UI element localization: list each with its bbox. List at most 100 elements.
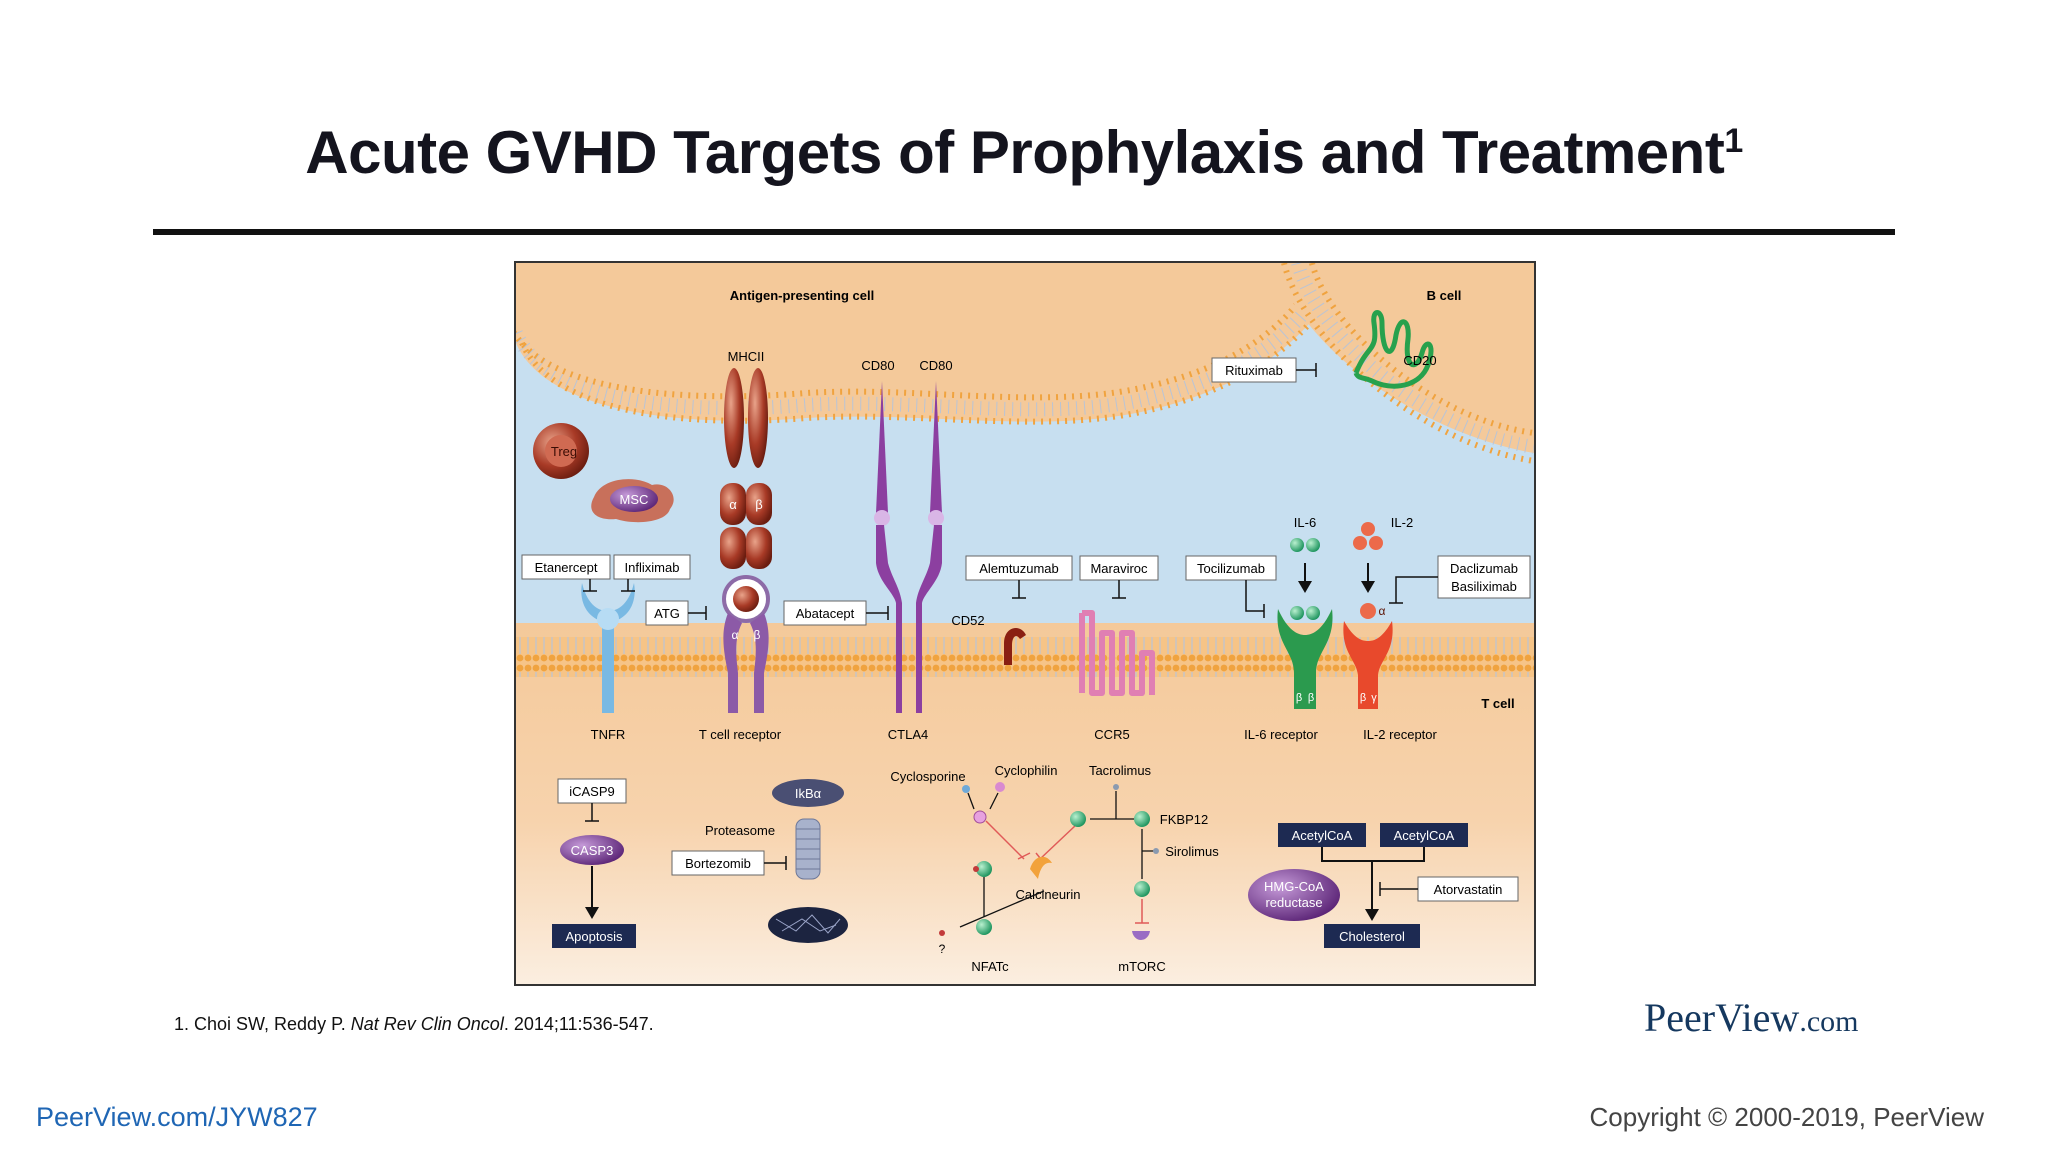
- copyright-text: Copyright © 2000-2019, PeerView: [1590, 1102, 1984, 1133]
- il6-bound-a: [1290, 606, 1304, 620]
- cyclophilin-dot: [995, 782, 1005, 792]
- atg-box: ATG: [646, 601, 688, 625]
- atorvastatin-box: Atorvastatin: [1418, 877, 1518, 901]
- citation-authors: 1. Choi SW, Reddy P.: [174, 1014, 351, 1034]
- fkbp12-label: FKBP12: [1160, 812, 1208, 827]
- ikba-label: IkBα: [795, 786, 822, 801]
- il2r-gamma-symbol: γ: [1371, 692, 1377, 704]
- acetylcoa-label-2: AcetylCoA: [1394, 828, 1455, 843]
- il2-ligand-a: [1361, 522, 1375, 536]
- daclizumab-label: Daclizumab: [1450, 561, 1518, 576]
- title-superscript: 1: [1724, 122, 1742, 160]
- tacrolimus-dot: [1113, 784, 1119, 790]
- ctla4-label: CTLA4: [888, 727, 928, 742]
- treg-label: Treg: [551, 444, 577, 459]
- il2-label: IL-2: [1391, 515, 1413, 530]
- cd20-label: CD20: [1403, 353, 1436, 368]
- tcr-label: T cell receptor: [699, 727, 782, 742]
- tcr-beta-upper: [746, 527, 772, 569]
- footer-link[interactable]: PeerView.com/JYW827: [36, 1102, 318, 1133]
- t-cell-label: T cell: [1481, 696, 1514, 711]
- maraviroc-box: Maraviroc: [1080, 556, 1158, 580]
- ccr5-label: CCR5: [1094, 727, 1129, 742]
- proteasome-label: Proteasome: [705, 823, 775, 838]
- infliximab-label: Infliximab: [625, 560, 680, 575]
- bortezomib-label: Bortezomib: [685, 856, 751, 871]
- cyclosporine-dot: [962, 785, 970, 793]
- mhcii-beta-chain: [748, 368, 768, 468]
- abatacept-box: Abatacept: [784, 601, 866, 625]
- tocilizumab-box: Tocilizumab: [1186, 556, 1276, 580]
- il6r-beta-a: β: [1296, 692, 1302, 704]
- tacrolimus-label: Tacrolimus: [1089, 763, 1152, 778]
- cd80-left-tip: [874, 510, 890, 526]
- tnfr-label: TNFR: [591, 727, 626, 742]
- icasp9-box: iCASP9: [558, 779, 626, 803]
- icasp9-label: iCASP9: [569, 784, 615, 799]
- cholesterol-label: Cholesterol: [1339, 929, 1405, 944]
- hmgcoa-label-2: reductase: [1265, 895, 1322, 910]
- mtorc-label: mTORC: [1118, 959, 1165, 974]
- il2-ligand-b: [1353, 536, 1367, 550]
- cyclophilin-label: Cyclophilin: [995, 763, 1058, 778]
- casp3-label: CASP3: [571, 843, 614, 858]
- peerview-logo: PeerView.com: [1644, 994, 1858, 1041]
- apc-label: Antigen-presenting cell: [730, 288, 874, 303]
- logo-suffix: .com: [1799, 1005, 1858, 1038]
- daclizumab-basiliximab-box: Daclizumab Basiliximab: [1438, 556, 1530, 598]
- rituximab-label: Rituximab: [1225, 363, 1283, 378]
- mhcii-alpha-symbol: α: [729, 497, 737, 512]
- cd80-right-tip: [928, 510, 944, 526]
- mhcii-beta-symbol: β: [755, 497, 762, 512]
- tnfr-ligand-site: [597, 608, 619, 630]
- tcr-alpha-symbol: α: [732, 628, 739, 642]
- alemtuzumab-box: Alemtuzumab: [966, 556, 1072, 580]
- il6-ligand-b: [1306, 538, 1320, 552]
- question-mark-label: ?: [939, 942, 946, 956]
- tocilizumab-label: Tocilizumab: [1197, 561, 1265, 576]
- tcr-beta-symbol: β: [754, 628, 761, 642]
- il2-ligand-c: [1369, 536, 1383, 550]
- abatacept-label: Abatacept: [796, 606, 855, 621]
- peptide-antigen-icon: [733, 586, 759, 612]
- il6r-beta-b: β: [1308, 692, 1314, 704]
- etanercept-box: Etanercept: [522, 555, 610, 579]
- citation-details: . 2014;11:536-547.: [504, 1014, 654, 1034]
- il2r-label: IL-2 receptor: [1363, 727, 1437, 742]
- acetylcoa-label-1: AcetylCoA: [1292, 828, 1353, 843]
- gvhd-diagram: Antigen-presenting cell B cell T cell Tr…: [514, 261, 1536, 986]
- title-text: Acute GVHD Targets of Prophylaxis and Tr…: [305, 119, 1724, 186]
- il2r-alpha-symbol: α: [1379, 604, 1386, 618]
- apoptosis-label: Apoptosis: [565, 929, 623, 944]
- sirolimus-complex-icon: [1134, 881, 1150, 897]
- hmgcoa-label-1: HMG-CoA: [1264, 879, 1324, 894]
- nfatc-icon: [976, 919, 992, 935]
- nfatc-dephospho-dot: [939, 930, 945, 936]
- sirolimus-dot: [1153, 848, 1159, 854]
- sirolimus-label: Sirolimus: [1165, 844, 1219, 859]
- alemtuzumab-label: Alemtuzumab: [979, 561, 1058, 576]
- cd80-left-label: CD80: [861, 358, 894, 373]
- calcineurin-label: Calcineurin: [1015, 887, 1080, 902]
- msc-label: MSC: [620, 492, 649, 507]
- nfatc-label: NFATc: [971, 959, 1009, 974]
- il2-bound: [1360, 603, 1376, 619]
- mhcii-alpha-chain: [724, 368, 744, 468]
- bortezomib-box: Bortezomib: [672, 851, 764, 875]
- cyclosporine-label: Cyclosporine: [890, 769, 965, 784]
- tcr-alpha-upper: [720, 527, 746, 569]
- infliximab-box: Infliximab: [614, 555, 690, 579]
- cyclosporine-complex-icon: [974, 811, 986, 823]
- cd80-right-label: CD80: [919, 358, 952, 373]
- il6-label: IL-6: [1294, 515, 1316, 530]
- fkbp12-icon: [1134, 811, 1150, 827]
- citation-journal: Nat Rev Clin Oncol: [351, 1014, 504, 1034]
- il6-ligand-a: [1290, 538, 1304, 552]
- mhcii-label: MHCII: [728, 349, 765, 364]
- b-cell-label: B cell: [1427, 288, 1462, 303]
- basiliximab-label: Basiliximab: [1451, 579, 1517, 594]
- logo-main: PeerView: [1644, 995, 1799, 1040]
- citation: 1. Choi SW, Reddy P. Nat Rev Clin Oncol.…: [174, 1014, 654, 1035]
- il2r-beta-symbol: β: [1360, 692, 1366, 704]
- etanercept-label: Etanercept: [535, 560, 598, 575]
